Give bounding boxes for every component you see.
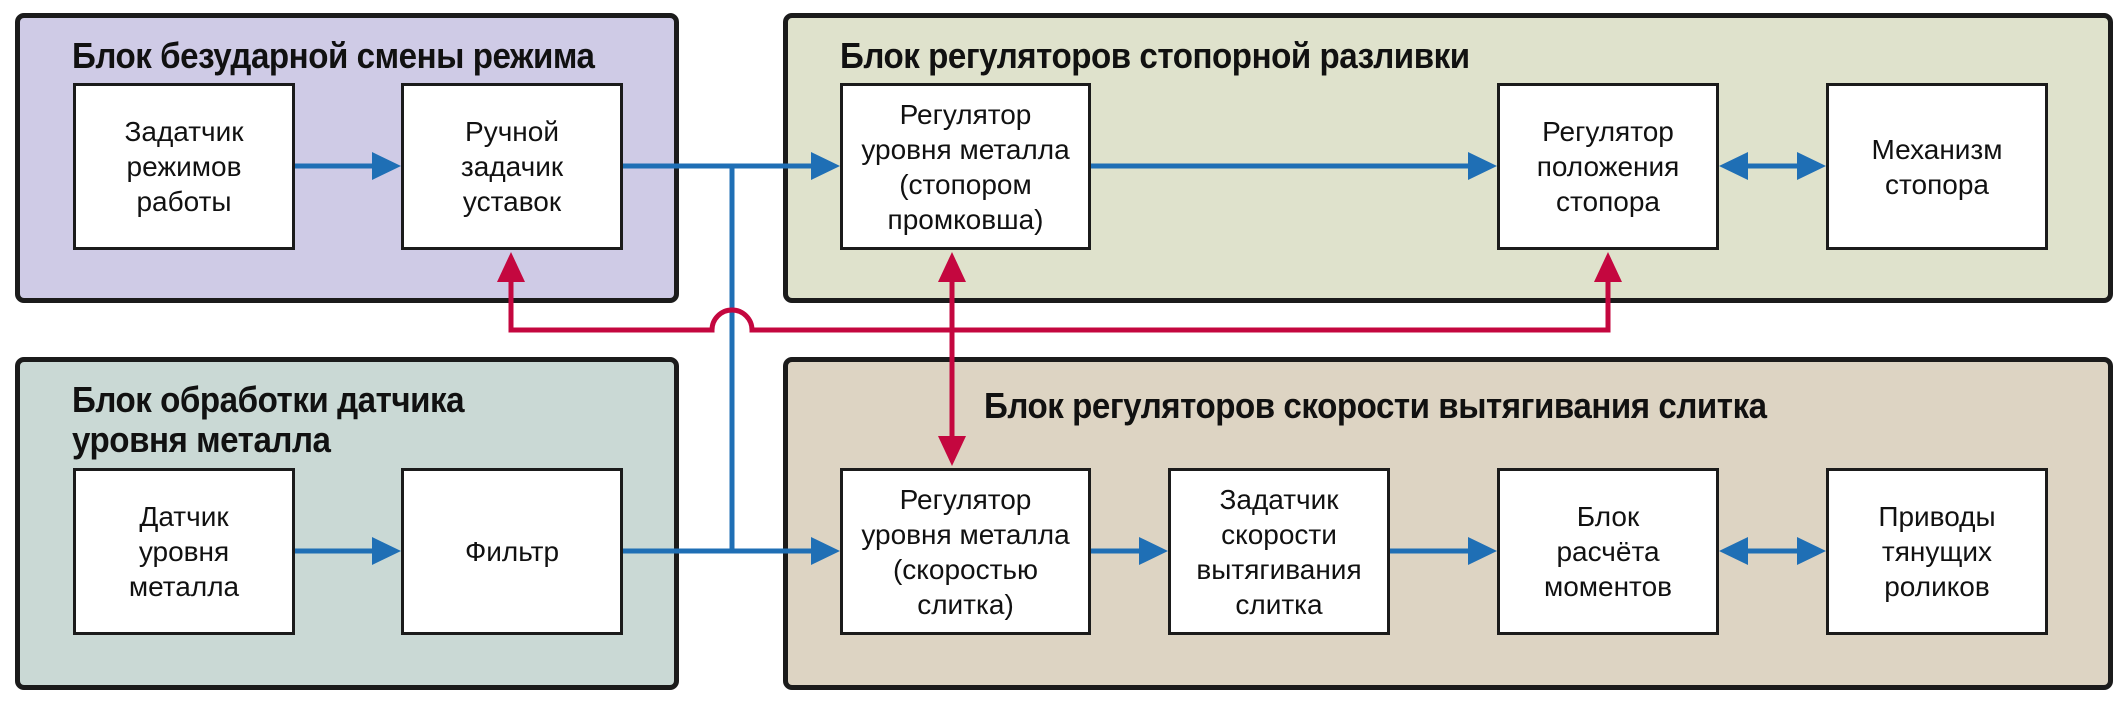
block-mode-title: Блок безударной смены режима [72, 35, 595, 76]
box-filter: Фильтр [401, 468, 623, 635]
box-position-reg-label: Регулятор положения стопора [1536, 116, 1680, 217]
box-speed-setter-label: Задатчик скорости вытягивания слитка [1196, 483, 1362, 620]
box-level-reg-speed-label: Регулятор уровня металла (скоростью слит… [861, 483, 1070, 620]
box-position-reg: Регулятор положения стопора [1497, 83, 1719, 250]
box-level-sensor-label: Датчик уровня металла [128, 501, 240, 602]
block-sensor-title-line1: Блок обработки датчика [72, 379, 465, 420]
block-sensor-title-line2: уровня металла [72, 419, 331, 460]
block-speed-title: Блок регуляторов скорости вытягивания сл… [984, 385, 1767, 426]
box-level-reg-stopper: Регулятор уровня металла (стопором промк… [840, 83, 1091, 250]
box-manual-setter-label: Ручной задачик уставок [460, 116, 564, 217]
box-mode-setter: Задатчик режимов работы [73, 83, 295, 250]
box-level-reg-stopper-label: Регулятор уровня металла (стопором промк… [861, 98, 1070, 235]
box-manual-setter: Ручной задачик уставок [401, 83, 623, 250]
box-stopper-mech-label: Механизм стопора [1871, 133, 2003, 200]
box-level-reg-speed: Регулятор уровня металла (скоростью слит… [840, 468, 1091, 635]
box-roll-drives-label: Приводы тянущих роликов [1878, 501, 1996, 602]
box-level-sensor: Датчик уровня металла [73, 468, 295, 635]
box-stopper-mech: Механизм стопора [1826, 83, 2048, 250]
box-mode-setter-label: Задатчик режимов работы [124, 116, 244, 217]
block-stopper-title: Блок регуляторов стопорной разливки [840, 35, 1470, 76]
box-speed-setter: Задатчик скорости вытягивания слитка [1168, 468, 1390, 635]
block-sensor-title: Блок обработки датчика уровня металла [72, 379, 465, 460]
box-roll-drives: Приводы тянущих роликов [1826, 468, 2048, 635]
box-filter-label: Фильтр [464, 536, 560, 567]
box-moment-calc: Блок расчёта моментов [1497, 468, 1719, 635]
box-moment-calc-label: Блок расчёта моментов [1543, 501, 1673, 602]
